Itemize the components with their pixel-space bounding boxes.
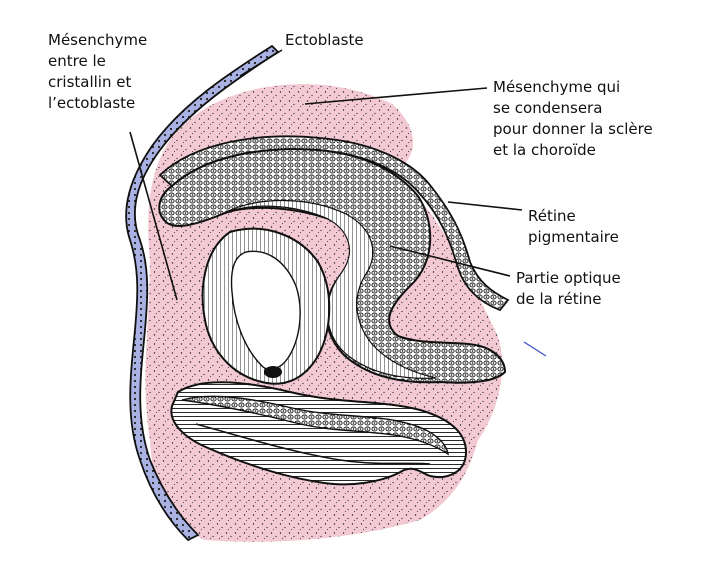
label-line: Partie optique [516, 269, 621, 287]
label-line: Ectoblaste [285, 31, 364, 49]
label-mesenchyme-condensera: Mésenchyme qui se condensera pour donner… [493, 77, 653, 161]
label-line: Mésenchyme [48, 31, 148, 49]
leader-line-mesenchyme-condensera [304, 87, 488, 105]
leader-line-mesenchyme-cristallin [129, 131, 178, 301]
optic-inner-striated-band [221, 199, 437, 379]
leader-line-retine-pigmentaire [447, 201, 523, 211]
label-retine-pigmentaire: Rétine pigmentaire [528, 206, 619, 248]
label-line: entre le [48, 52, 106, 70]
lower-fold-cellular-band [181, 395, 449, 456]
label-mesenchyme-cristallin: Mésenchyme entre le cristallin et l’ecto… [48, 30, 147, 114]
label-ectoblaste: Ectoblaste [285, 30, 364, 51]
label-line: cristallin et [48, 73, 132, 91]
label-line: se condensera [493, 99, 603, 117]
label-line: Rétine [528, 207, 576, 225]
stray-mark [523, 341, 547, 357]
ectoblast-layer [125, 44, 280, 542]
label-line: et la choroïde [493, 141, 596, 159]
leader-line-partie-optique [389, 245, 511, 277]
label-line: de la rétine [516, 290, 602, 308]
label-line: Mésenchyme qui [493, 78, 621, 96]
label-line: l’ectoblaste [48, 94, 136, 112]
leader-line-ectoblaste [239, 49, 283, 77]
label-partie-optique: Partie optique de la rétine [516, 268, 621, 310]
label-line: pigmentaire [528, 228, 619, 246]
lower-fold-inner-line [195, 423, 431, 465]
label-line: pour donner la sclère [493, 120, 653, 138]
lens-dark-spot [264, 366, 282, 378]
